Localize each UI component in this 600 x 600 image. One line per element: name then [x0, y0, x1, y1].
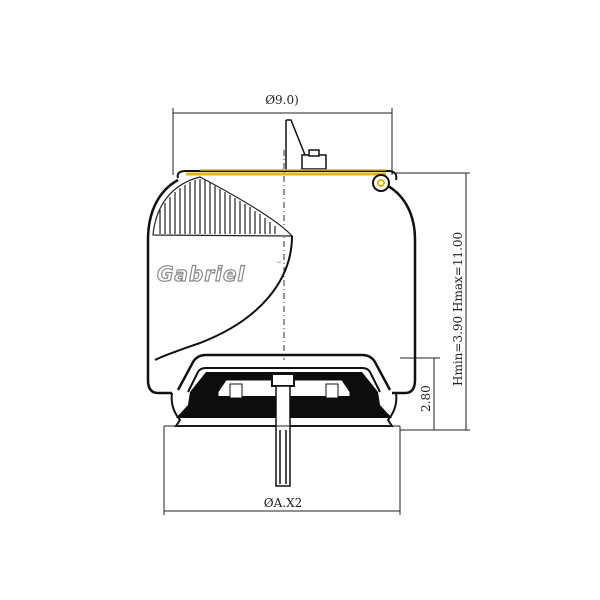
overall-height-label: Hmin=3.90 Hmax=11.00 [451, 232, 465, 386]
piston-height-dimension [400, 357, 440, 431]
top-mounting-stud [285, 119, 328, 176]
bottom-width-label: ØA.X2 [264, 496, 303, 510]
brand-logo: Gabriel [157, 262, 246, 286]
bottom-width-dimension [163, 425, 401, 515]
top-width-label: Ø9.0) [265, 93, 299, 107]
bottom-stud [275, 385, 291, 487]
brand-trademark: ™ [276, 261, 282, 268]
rubber-bellows [146, 176, 417, 395]
piston-height-label: 2.80 [419, 385, 433, 412]
top-width-dimension [172, 108, 393, 175]
top-plate [176, 169, 398, 192]
bellows-cutaway-hatch [152, 176, 294, 237]
overall-height-dimension [392, 172, 470, 431]
